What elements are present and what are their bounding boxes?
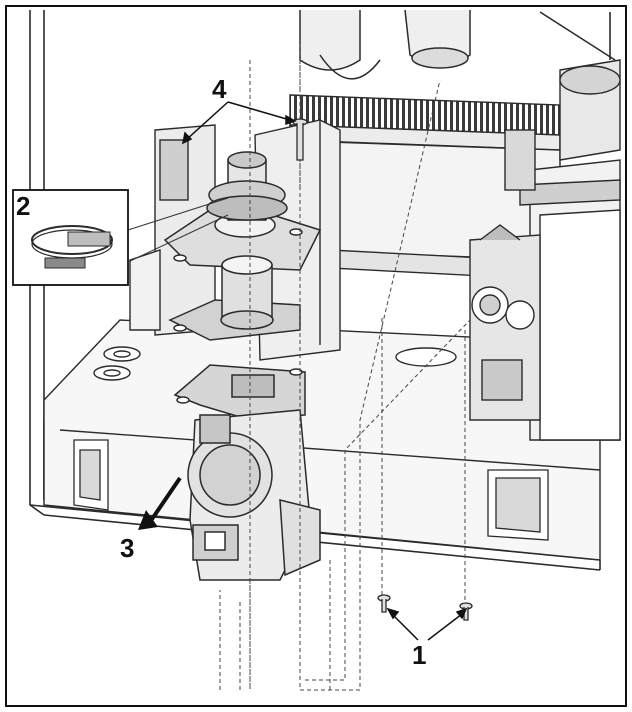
lower-pump-unit	[173, 364, 321, 581]
alignment-guides	[219, 40, 471, 691]
base-tray	[43, 319, 601, 561]
gas-valve	[469, 224, 541, 421]
slot-right	[487, 469, 549, 541]
flue-pipe	[299, 9, 471, 80]
callout-3-label: 3	[120, 533, 134, 563]
fan-assembly	[504, 59, 621, 441]
inset-detail-2	[12, 189, 229, 286]
direction-arrow-3	[138, 476, 182, 530]
slot-left	[73, 439, 109, 511]
middle-collar	[168, 255, 301, 341]
leader-lines-1	[386, 607, 468, 641]
screw-4	[292, 118, 308, 161]
callout-1-label: 1	[412, 640, 426, 670]
callout-4-label: 4	[212, 74, 227, 104]
callout-2-label: 2	[16, 191, 30, 221]
leader-line-4	[181, 101, 297, 145]
upper-flange	[163, 151, 322, 271]
